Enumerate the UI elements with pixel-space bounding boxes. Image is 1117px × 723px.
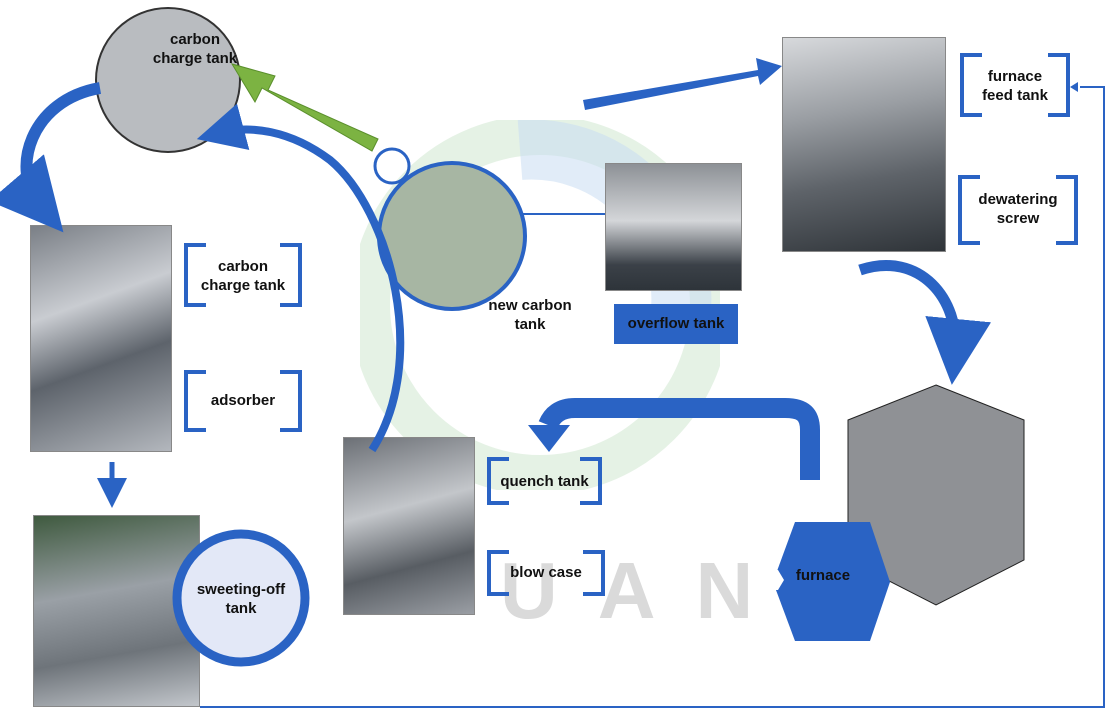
furnace-feed-tank-box: furnace feed tank [960,53,1070,117]
dewatering-screw-box: dewatering screw [958,175,1078,245]
green-arrow [230,63,379,152]
watermark-text: UAN [500,546,794,635]
new-carbon-tank-small-ring [373,147,411,185]
quench-tank-label: quench tank [500,473,589,490]
sweeting-off-tank-label: sweeting-off tank [196,581,286,617]
arrow-to-furnace-feed-tank [583,58,782,110]
furnace-feed-tank-photo [782,37,946,252]
furnace-feed-tank-label: furnace feed tank [982,68,1048,104]
arrow-dewatering-to-furnace [858,260,991,385]
carbon-charge-tank-box: carbon charge tank [184,243,302,307]
quench-tank-box: quench tank [487,457,602,505]
sweeting-off-tank-photo [33,515,200,707]
dewatering-screw-label: dewatering screw [978,191,1058,227]
blow-case-label: blow case [510,564,582,581]
furnace-photo-hexagon [847,384,1025,606]
arrow-charge-to-adsorber [0,82,102,233]
furnace-small-hexagon [760,570,784,590]
arrow-furnace-to-quench-head [528,425,570,452]
new-carbon-tank-label: new carbon tank [488,297,572,333]
quench-tank-photo [343,437,475,615]
arrow-return-line [200,86,1105,708]
overflow-tank-photo [605,163,742,291]
furnace-label: furnace [795,567,851,584]
blow-case-box: blow case [487,550,605,596]
arrow-furnace-to-quench [538,398,820,480]
sweeting-off-tank-ring [172,529,310,667]
overflow-tank-bar [614,304,738,344]
adsorber-photo [30,225,172,452]
adsorber-box: adsorber [184,370,302,432]
carbon-charge-tank-box-label: carbon charge tank [200,258,286,294]
furnace-hexagon [773,522,890,641]
arrow-return-to-charge-tank [196,103,405,453]
overflow-tank-label: overflow tank [627,315,725,332]
carbon-charge-tank-top-label: carbon charge tank [152,31,238,67]
adsorber-label: adsorber [210,392,276,409]
